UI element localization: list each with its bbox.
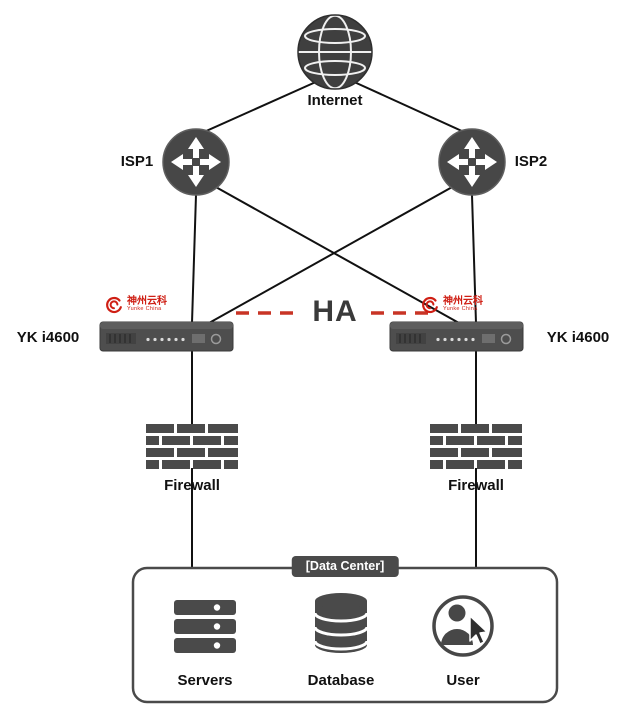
yk-i4600-right-label: YK i4600 bbox=[546, 329, 610, 346]
appliance-icon-left bbox=[99, 321, 234, 352]
appliance-icon-right bbox=[389, 321, 524, 352]
ha-label: HA bbox=[304, 295, 366, 329]
brand-name-cn: 神州云科 bbox=[127, 296, 167, 308]
firewall-right-label: Firewall bbox=[448, 477, 504, 494]
firewall-icon-right bbox=[430, 424, 522, 469]
router-icon-isp1 bbox=[162, 128, 230, 196]
isp1-label: ISP1 bbox=[120, 153, 154, 170]
servers-label: Servers bbox=[177, 672, 233, 689]
yk-i4600-left-label: YK i4600 bbox=[16, 329, 80, 346]
firewall-icon-left bbox=[146, 424, 238, 469]
database-label: Database bbox=[307, 672, 375, 689]
yunke-swirl-icon bbox=[106, 296, 122, 314]
yunke-swirl-icon bbox=[422, 296, 438, 314]
server-icon bbox=[174, 600, 236, 653]
globe-icon bbox=[297, 14, 373, 90]
user-label: User bbox=[446, 672, 480, 689]
brand-logo-left: 神州云科 Yunke China bbox=[104, 295, 167, 315]
router-icon-isp2 bbox=[438, 128, 506, 196]
brand-name-en: Yunke China bbox=[127, 306, 162, 313]
datacenter-badge: [Data Center] bbox=[291, 556, 399, 577]
brand-name-cn: 神州云科 bbox=[443, 296, 483, 308]
internet-label: Internet bbox=[307, 92, 363, 109]
brand-name-en: Yunke China bbox=[443, 306, 478, 313]
cursor-icon bbox=[469, 615, 488, 645]
brand-logo-right: 神州云科 Yunke China bbox=[420, 295, 483, 315]
database-icon bbox=[313, 593, 369, 653]
firewall-left-label: Firewall bbox=[164, 477, 220, 494]
isp2-label: ISP2 bbox=[514, 153, 548, 170]
connection-lines bbox=[191, 80, 477, 568]
user-icon bbox=[432, 595, 494, 657]
